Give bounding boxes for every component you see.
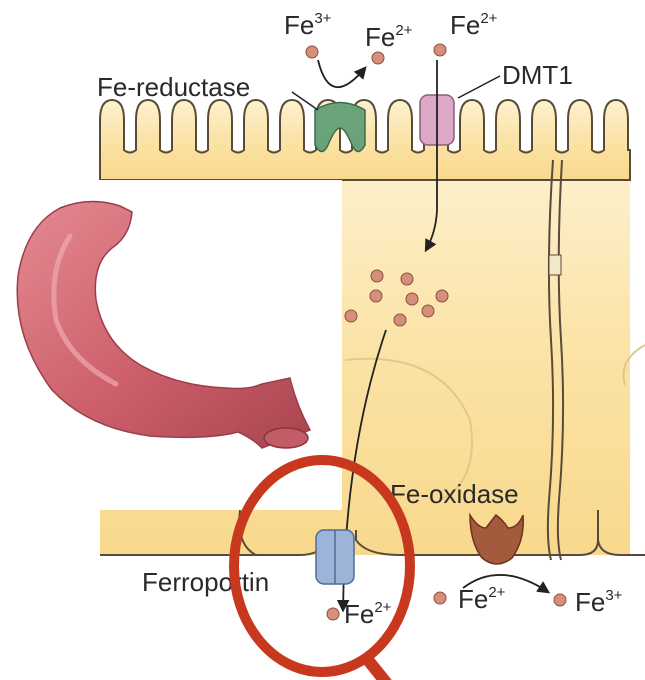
fe-reductase-label: Fe-reductase [97, 72, 250, 102]
iron-dot [327, 608, 339, 620]
fe-oxidase-label: Fe-oxidase [390, 479, 519, 509]
ion-fe3-oxidase: Fe3+ [554, 587, 623, 617]
tight-junction-band [549, 255, 561, 275]
iron-dot [554, 594, 566, 606]
ion-fe2-reduced: Fe2+ [365, 22, 413, 64]
dmt1-pointer [458, 76, 500, 98]
ion-fe2-exported: Fe2+ [327, 599, 392, 629]
iron-dot [306, 46, 318, 58]
duodenum-opening [264, 428, 308, 448]
ion-fe3-top: Fe3+ [284, 10, 332, 58]
ion-fe2-dmt1: Fe2+ [434, 10, 498, 56]
iron-dot [434, 592, 446, 604]
reduction-arrow [318, 60, 365, 87]
ion-fe2-oxidase: Fe2+ [434, 584, 506, 614]
svg-text:Fe2+: Fe2+ [344, 599, 392, 629]
svg-text:Fe2+: Fe2+ [458, 584, 506, 614]
dmt1-label: DMT1 [502, 60, 573, 90]
ferroportin-label: Ferroportin [142, 567, 269, 597]
ferroportin-transporter [316, 530, 354, 584]
iron-dot [372, 52, 384, 64]
svg-text:Fe3+: Fe3+ [575, 587, 623, 617]
iron-dot [434, 44, 446, 56]
svg-text:Fe2+: Fe2+ [450, 10, 498, 40]
magnifier-handle [368, 660, 392, 680]
intestine-illustration [0, 180, 342, 510]
svg-text:Fe3+: Fe3+ [284, 10, 332, 40]
svg-text:Fe2+: Fe2+ [365, 22, 413, 52]
